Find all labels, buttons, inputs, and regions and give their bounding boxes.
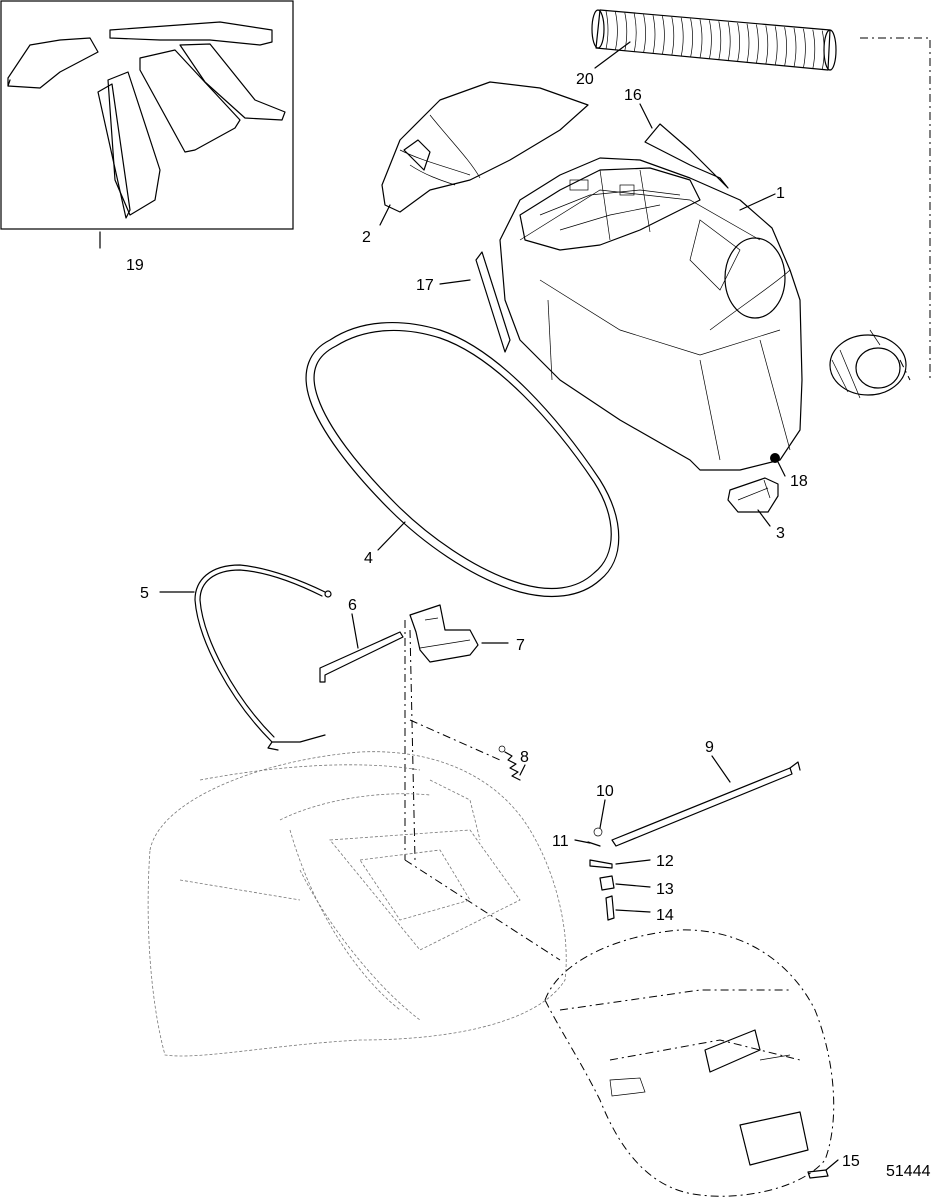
hose-rib xyxy=(662,16,665,55)
rear-cowl-reference xyxy=(544,929,835,1197)
hose-rib xyxy=(803,28,806,68)
small-hardware xyxy=(587,827,615,921)
cowl-seal-part xyxy=(305,322,620,598)
top-cowl-part xyxy=(381,81,589,213)
callout-19: 19 xyxy=(126,257,144,274)
top-cowl-assembly xyxy=(499,157,803,471)
callout-6: 6 xyxy=(348,597,357,614)
side-decal-part-17 xyxy=(475,251,511,353)
cable-part xyxy=(194,564,332,751)
bracket-part xyxy=(409,604,479,663)
rod-part-6 xyxy=(319,631,404,683)
callout-8: 8 xyxy=(520,749,529,766)
hose-rib xyxy=(746,23,750,63)
nut-part xyxy=(770,453,780,463)
hose-rib xyxy=(756,24,759,64)
hose-rib xyxy=(624,12,628,51)
hose-rib xyxy=(765,25,769,65)
hose-rib xyxy=(737,22,740,62)
callout-3: 3 xyxy=(776,525,785,542)
screw-part xyxy=(807,1169,829,1179)
callout-leaders xyxy=(159,41,839,1171)
hose-rib xyxy=(774,26,778,66)
ring-part xyxy=(829,329,911,399)
callout-1: 1 xyxy=(776,185,785,202)
hose-rib xyxy=(727,21,731,61)
dash-leaders xyxy=(404,37,931,961)
lower-cowl-reference xyxy=(147,751,567,1057)
hose-part xyxy=(591,9,837,71)
callout-15: 15 xyxy=(842,1153,860,1170)
callout-7: 7 xyxy=(516,637,525,654)
rod-part-9 xyxy=(611,761,801,847)
hose-rib xyxy=(671,16,675,56)
side-decal-part-16 xyxy=(644,123,729,189)
callout-2: 2 xyxy=(362,229,371,246)
callout-10: 10 xyxy=(596,783,614,800)
callout-11: 11 xyxy=(552,833,569,850)
callout-20: 20 xyxy=(576,71,594,88)
callout-9: 9 xyxy=(705,739,714,756)
hose-rib xyxy=(605,10,609,50)
hose-rib xyxy=(652,15,656,54)
callout-labels: 1 2 3 4 5 6 7 8 9 10 11 12 13 14 15 16 1… xyxy=(126,71,860,1170)
spring-part xyxy=(498,745,521,781)
hose-rib xyxy=(615,11,618,50)
callout-5: 5 xyxy=(140,585,149,602)
figure-id: 51444 xyxy=(886,1163,931,1180)
hose-rib xyxy=(784,27,787,67)
hose-rib xyxy=(699,19,703,59)
hose-rib xyxy=(821,30,825,70)
callout-16: 16 xyxy=(624,87,642,104)
hose-rib xyxy=(633,13,637,52)
callout-4: 4 xyxy=(364,550,373,567)
latch-clip-part xyxy=(727,477,779,513)
callout-17: 17 xyxy=(416,277,434,294)
inset-decal-panel xyxy=(0,0,294,249)
hose-rib xyxy=(793,27,797,68)
callout-13: 13 xyxy=(656,881,674,898)
hose-rib xyxy=(709,20,712,59)
hose-rib xyxy=(680,17,684,57)
hose-rib xyxy=(812,29,816,69)
callout-18: 18 xyxy=(790,473,808,490)
callout-12: 12 xyxy=(656,853,674,870)
hose-rib xyxy=(718,21,722,60)
callout-14: 14 xyxy=(656,907,674,924)
hose-rib xyxy=(690,18,693,58)
hose-rib xyxy=(643,14,646,53)
